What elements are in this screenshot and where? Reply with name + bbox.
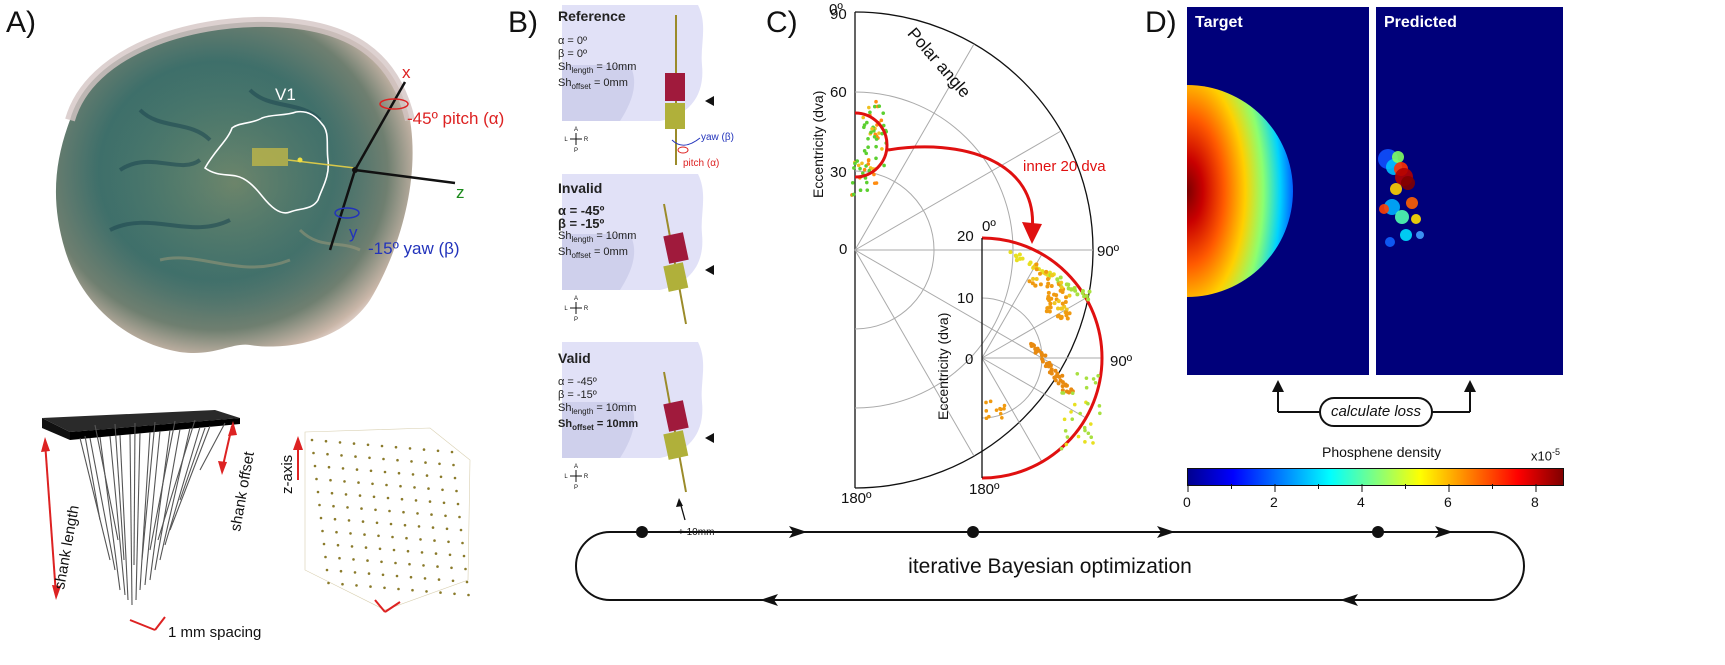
inner-angle-0: 0º: [982, 218, 996, 235]
outer-angle-180: 180º: [841, 490, 872, 507]
valid-title: Valid: [558, 350, 591, 366]
svg-text:z: z: [456, 183, 465, 202]
loop-label: iterative Bayesian optimization: [908, 555, 1192, 578]
optimization-loop: [575, 526, 1525, 606]
svg-text:R: R: [584, 306, 589, 312]
svg-text:L: L: [564, 137, 568, 143]
svg-text:P: P: [574, 148, 578, 154]
colorbar-tick-8: 8: [1531, 494, 1539, 510]
pitch-note: pitch (α): [683, 158, 720, 169]
spacing-label: 1 mm spacing: [168, 624, 261, 641]
yaw-note: yaw (β): [701, 132, 734, 143]
z-axis-label: z-axis: [279, 455, 296, 494]
inner-tick-10: 10: [957, 290, 974, 307]
implant-overlay: [252, 148, 288, 166]
svg-text:L: L: [564, 306, 568, 312]
target-heatmap: Target: [1187, 7, 1369, 375]
svg-text:x: x: [402, 63, 411, 82]
predicted-title: Predicted: [1384, 14, 1457, 31]
pitch-label: -45º pitch (α): [407, 109, 504, 128]
v1-label: V1: [275, 85, 296, 104]
invalid-title: Invalid: [558, 180, 603, 196]
predicted-heatmap: Predicted: [1376, 7, 1563, 375]
outer-tick-90: 90: [830, 6, 847, 23]
colorbar-ticks: [1187, 484, 1537, 492]
colorbar-exponent: x10-5: [1531, 447, 1560, 464]
inner-angle-90: 90º: [1110, 353, 1133, 370]
outer-angle-0: 0º: [829, 1, 843, 18]
electrode-array: [41, 410, 240, 631]
target-title: Target: [1195, 14, 1243, 31]
loop-node-3: [1372, 526, 1384, 538]
svg-text:A: A: [574, 296, 578, 302]
svg-text:A: A: [574, 464, 578, 470]
outer-tick-0: 0: [839, 241, 848, 258]
outer-tick-30: 30: [830, 164, 847, 181]
colorbar-tick-0: 0: [1183, 494, 1191, 510]
calculate-loss-label: calculate loss: [1330, 403, 1422, 420]
inner-tick-0: 0: [965, 351, 974, 368]
svg-text:L: L: [564, 474, 568, 480]
shank-offset-label: shank offset: [227, 450, 258, 533]
electrode-point-cube: [304, 427, 471, 611]
reference-params: α = 0º β = 0º Shlength = 10mm Shoffset =…: [558, 35, 637, 92]
yaw-label: -15º yaw (β): [368, 239, 460, 258]
panel-letter-d: D): [1145, 6, 1177, 39]
inner-tick-20: 20: [957, 228, 974, 245]
inner-ecc-label: Eccentricity (dva): [935, 312, 951, 420]
outer-ecc-label: Eccentricity (dva): [810, 90, 826, 198]
brain-render: [55, 16, 415, 354]
panel-c-graphic: [850, 11, 1104, 489]
inner-region-marker: [854, 111, 889, 179]
outer-angle-90: 90º: [1097, 243, 1120, 260]
colorbar: [1187, 468, 1564, 486]
svg-text:y: y: [349, 223, 358, 242]
svg-text:P: P: [574, 485, 578, 491]
inner-polar-plot: [981, 236, 1104, 480]
panel-a-graphic: V1 x z y -45º pitch (α) -15º yaw (β): [41, 16, 504, 641]
loop-node-1: [636, 526, 648, 538]
inner-callout: inner 20 dva: [1023, 158, 1106, 175]
zoom-arrow: [887, 145, 1034, 233]
valid-params: α = -45º β = -15º Shlength = 10mm Shoffs…: [558, 376, 639, 433]
panel-letter-b: B): [508, 6, 538, 39]
svg-text:R: R: [584, 474, 589, 480]
svg-text:P: P: [574, 317, 578, 323]
inner-angle-180: 180º: [969, 481, 1000, 498]
panel-letter-c: C): [766, 6, 798, 39]
svg-text:R: R: [584, 137, 589, 143]
colorbar-tick-2: 2: [1270, 494, 1278, 510]
outer-polar-plot: [854, 11, 1094, 489]
outer-tick-60: 60: [830, 84, 847, 101]
svg-text:A: A: [574, 127, 578, 133]
v1-outline: [203, 110, 330, 214]
reference-title: Reference: [558, 8, 626, 24]
loop-node-2: [967, 526, 979, 538]
loss-connector: [1272, 380, 1476, 427]
colorbar-tick-4: 4: [1357, 494, 1365, 510]
coordinate-axes: x z y: [328, 63, 465, 251]
panel-letter-a: A): [6, 6, 36, 39]
colorbar-title: Phosphene density: [1322, 444, 1442, 460]
colorbar-tick-6: 6: [1444, 494, 1452, 510]
shank-length-label: shank length: [51, 504, 83, 591]
invalid-params: α = -45º β = -15º Shlength = 10mm Shoffs…: [558, 203, 637, 261]
